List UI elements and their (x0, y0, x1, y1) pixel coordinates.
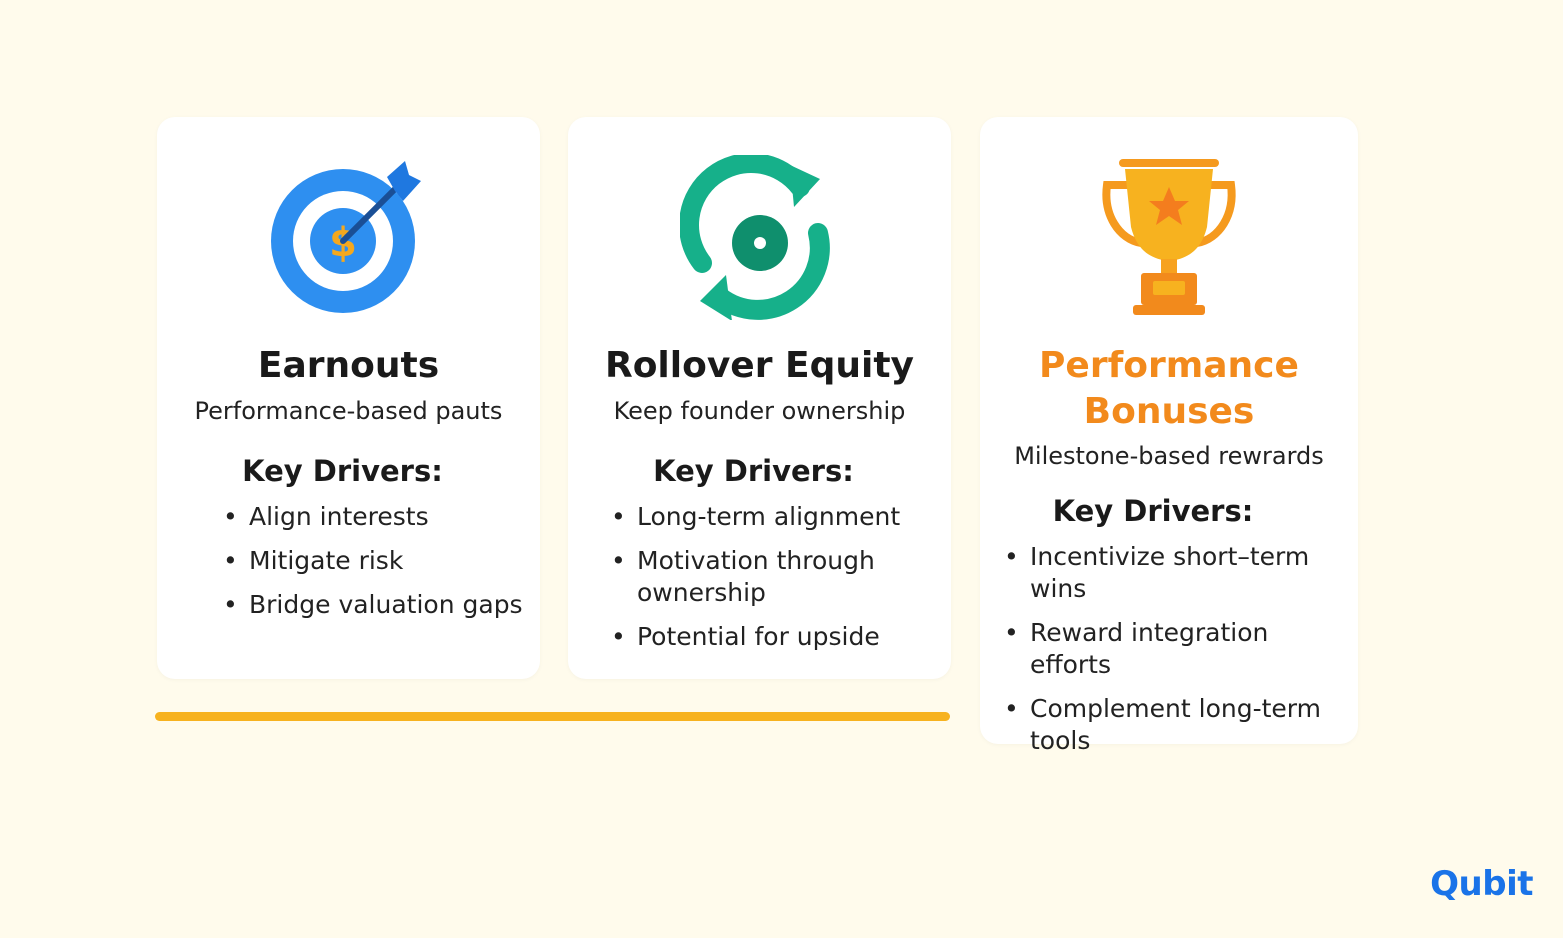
card-title: Performance Bonuses (1039, 345, 1299, 432)
card-subtitle: Milestone-based rewrards (1014, 442, 1324, 470)
refresh-cycle-icon (679, 155, 840, 320)
brand-logo: Qubit (1430, 864, 1533, 904)
card-earnouts: $ Earnouts Performance-based pauts Key D… (157, 117, 540, 679)
list-item: Incentivize short–term wins (1004, 541, 1354, 605)
card-title: Rollover Equity (604, 345, 915, 386)
list-item: Mitigate risk (223, 545, 533, 577)
trophy-star-icon (1089, 155, 1249, 320)
accent-divider-line (155, 712, 950, 721)
drivers-heading: Key Drivers: (242, 454, 443, 488)
drivers-list: Incentivize short–term wins Reward integ… (1004, 541, 1354, 769)
list-item: Complement long-term tools (1004, 693, 1354, 757)
card-title: Earnouts (257, 345, 440, 386)
card-subtitle: Keep founder ownership (613, 397, 906, 425)
list-item: Motivation through ownership (611, 545, 946, 609)
card-rollover-equity: Rollover Equity Keep founder ownership K… (568, 117, 951, 679)
list-item: Bridge valuation gaps (223, 589, 533, 621)
list-item: Align interests (223, 501, 533, 533)
drivers-heading: Key Drivers: (1052, 494, 1254, 528)
drivers-list: Long-term alignment Motivation through o… (611, 501, 946, 665)
drivers-list: Align interests Mitigate risk Bridge val… (223, 501, 533, 633)
drivers-heading: Key Drivers: (653, 454, 854, 488)
card-performance-bonuses: Performance Bonuses Milestone-based rewr… (980, 117, 1358, 755)
list-item: Long-term alignment (611, 501, 946, 533)
target-dollar-icon: $ (269, 155, 429, 320)
list-item: Potential for upside (611, 621, 946, 653)
card-subtitle: Performance-based pauts (194, 397, 503, 425)
list-item: Reward integration efforts (1004, 617, 1354, 681)
